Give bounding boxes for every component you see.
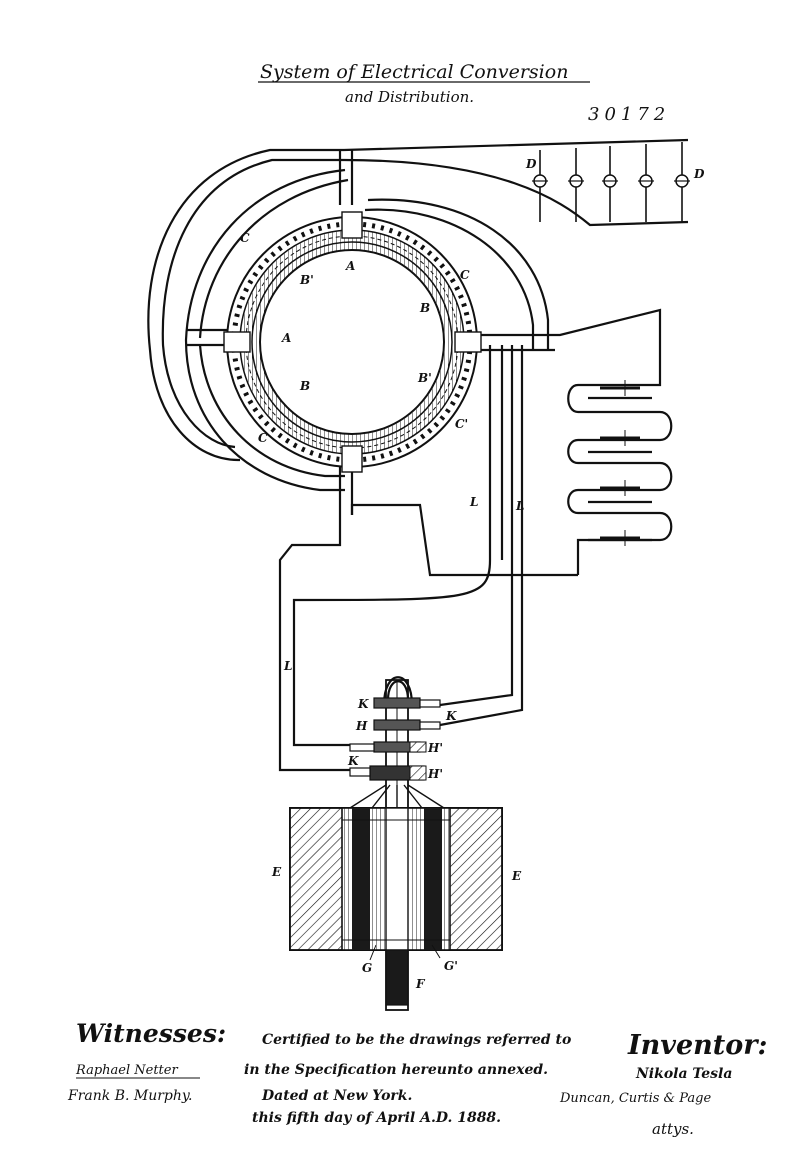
label-H-1: H (355, 719, 368, 733)
label-F: F (415, 977, 426, 991)
label-L-2: L (515, 499, 524, 513)
footer: Witnesses: Raphael Netter Frank B. Murph… (67, 1019, 767, 1138)
attorneys-signature: Duncan, Curtis & Page (559, 1091, 711, 1106)
label-A-top: A (345, 259, 355, 273)
label-B-top: B' (299, 273, 314, 287)
label-E-left: E (271, 865, 282, 879)
label-B-left: B (299, 379, 310, 393)
label-D-right: D (693, 167, 705, 181)
ring-armature: A A C C C C' B' B B B' (223, 211, 482, 473)
label-C-topright: C (460, 268, 470, 282)
title-line-1: System of Electrical Conversion (260, 61, 568, 83)
label-C-bottomright: C' (455, 417, 468, 431)
inventor-heading: Inventor: (627, 1030, 767, 1061)
label-K-1: K (357, 697, 369, 711)
label-B-right: B (419, 301, 430, 315)
label-G-right: G' (444, 959, 458, 973)
witness-signature-2: Frank B. Murphy. (67, 1088, 192, 1104)
serpentine-conductor (567, 380, 673, 575)
label-C-topleft: C (240, 231, 250, 245)
certification-line-4: this fifth day of April A.D. 1888. (252, 1110, 501, 1126)
label-K-2: K (445, 709, 457, 723)
label-K-3: K (347, 754, 359, 768)
motor-field: E E G G' F (271, 807, 522, 1006)
label-C-bottomleft: C (258, 431, 268, 445)
witnesses-heading: Witnesses: (76, 1019, 226, 1048)
patent-number: 30172 (588, 104, 670, 125)
label-G-left: G (362, 961, 372, 975)
label-E-right: E (511, 869, 522, 883)
certification-line-1: Certified to be the drawings referred to (262, 1032, 571, 1048)
label-L-3: L (283, 659, 292, 673)
label-H-3: H' (427, 767, 443, 781)
attorneys-abbrev: attys. (652, 1120, 694, 1138)
title-line-2: and Distribution. (345, 88, 474, 106)
label-A-left: A (281, 331, 291, 345)
lamp-bank: D D (525, 142, 705, 222)
certification-line-3: Dated at New York. (261, 1088, 412, 1104)
label-D-left: D (525, 157, 537, 171)
label-H-2: H' (427, 741, 443, 755)
certification-line-2: in the Specification hereunto annexed. (244, 1062, 548, 1078)
label-L-1: L (469, 495, 478, 509)
inventor-signature: Nikola Tesla (635, 1066, 732, 1082)
drawing-title: System of Electrical Conversion and Dist… (258, 61, 670, 125)
label-B-bottomright: B' (417, 371, 432, 385)
generator-wiring (147, 138, 689, 772)
witness-signature-1: Raphael Netter (75, 1063, 178, 1078)
